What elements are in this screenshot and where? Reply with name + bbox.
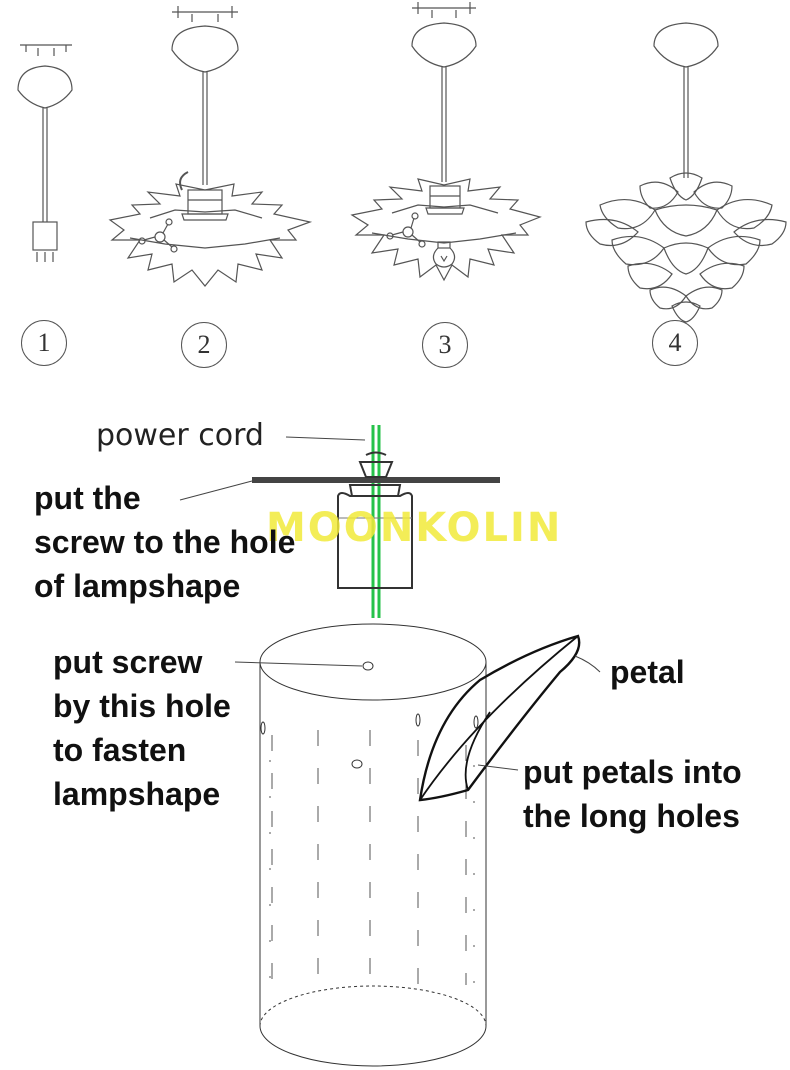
lamp-socket-icon — [187, 189, 223, 215]
step3-figure — [350, 2, 542, 282]
star-lampshade-icon — [108, 183, 313, 287]
ceiling-canopy-icon — [171, 25, 239, 73]
cylinder-top — [259, 623, 487, 701]
label-put-screw-fasten: put screw by this hole to fasten lampsha… — [53, 644, 231, 812]
lotus-lampshade-icon — [585, 172, 787, 323]
leader-lines — [179, 436, 601, 771]
screw-hole — [362, 661, 374, 671]
step-number-4: 4 — [652, 320, 698, 366]
ceiling-canopy-icon — [17, 65, 73, 109]
step-number-3: 3 — [422, 322, 468, 368]
mounting-bracket-icon — [172, 6, 238, 22]
lamp-socket-icon — [32, 221, 58, 251]
ceiling-canopy-icon — [411, 22, 477, 68]
socket-ring — [348, 484, 402, 497]
label-petal: petal — [610, 654, 685, 690]
petal-icon — [418, 634, 581, 802]
step2-figure — [108, 6, 313, 287]
step-number-2: 2 — [181, 322, 227, 368]
label-power-cord: power cord — [96, 418, 264, 453]
star-lampshade-icon — [350, 178, 542, 282]
label-put-screw-hole: put the screw to the hole of lampshape — [34, 480, 296, 604]
step1-figure — [17, 44, 73, 262]
mounting-bracket-icon — [20, 44, 72, 56]
long-slot-holes — [271, 730, 467, 995]
lamp-socket-icon — [429, 185, 461, 209]
cylinder-lampshade-figure — [259, 623, 487, 1067]
mounting-bracket-icon — [412, 2, 476, 18]
cylinder-bottom — [259, 1025, 487, 1067]
step-number-1: 1 — [21, 320, 67, 366]
brand-watermark: MOONKOLIN — [266, 505, 563, 551]
step4-figure — [585, 22, 787, 323]
socket-body — [337, 492, 413, 589]
ceiling-canopy-icon — [653, 22, 719, 68]
three-arm-clip-icon — [138, 218, 178, 253]
label-put-petals: put petals into the long holes — [523, 754, 742, 834]
lampshade-top-plate — [252, 477, 500, 483]
socket-detail-figure — [252, 425, 500, 618]
light-bulb-icon — [432, 241, 456, 268]
three-arm-clip-icon — [386, 212, 426, 248]
